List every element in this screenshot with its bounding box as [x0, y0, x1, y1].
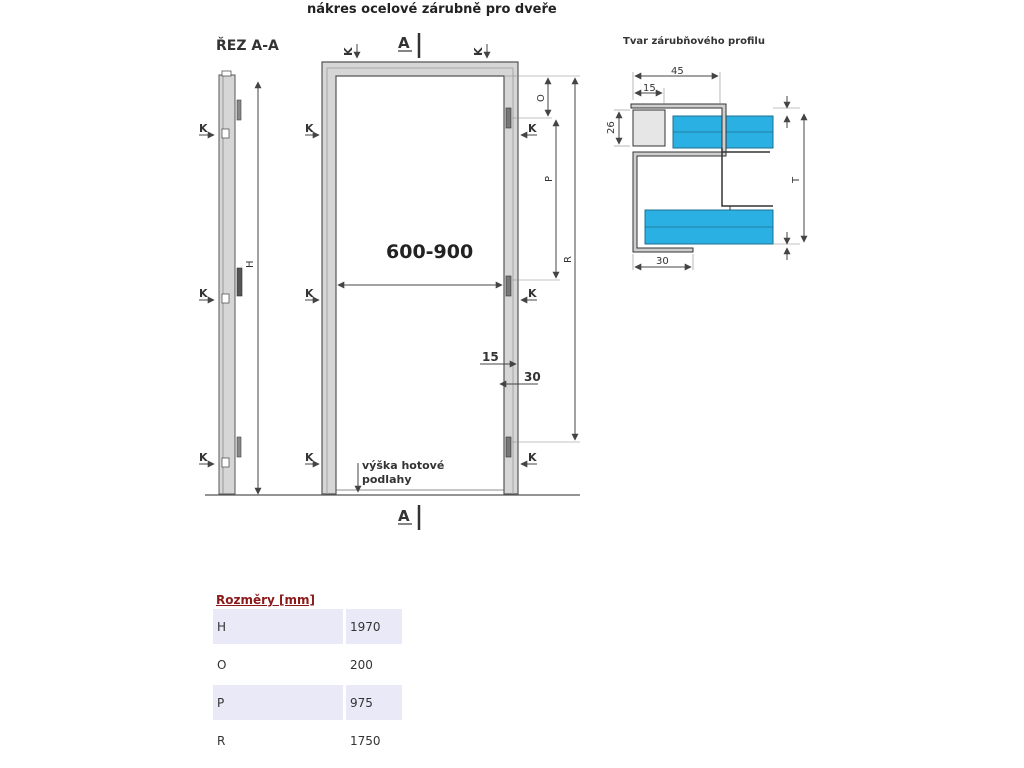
- anchor-label: K: [305, 122, 314, 135]
- jamb-dimensions: 15 30: [480, 350, 541, 388]
- table-row: R 1750: [213, 723, 402, 758]
- cut-marker-label: A: [398, 34, 410, 52]
- table-row: O 200: [213, 647, 402, 682]
- dim-p-label: P: [544, 176, 555, 182]
- right-anchors: K K K: [520, 122, 537, 468]
- anchor-label: K: [199, 451, 208, 464]
- profile-dim-30-label: 30: [656, 256, 669, 267]
- section-profile: [218, 70, 243, 495]
- dimension-value: 1750: [350, 733, 381, 748]
- dimensions-table: H 1970 O 200 P 975 R 1750: [210, 606, 405, 761]
- profile-dim-t-label: T: [791, 176, 802, 184]
- dimension-value: 975: [346, 685, 402, 720]
- floor-note-line1: výška hotové: [362, 459, 444, 472]
- dimension-key: R: [217, 733, 226, 748]
- anchor-label: K: [528, 122, 537, 135]
- dimension-key: H: [213, 609, 343, 644]
- floor-note-line2: podlahy: [362, 473, 412, 486]
- dim-r-label: R: [563, 256, 574, 263]
- profile-dim-45-label: 45: [671, 66, 684, 77]
- cut-marker-bottom: A: [398, 505, 421, 530]
- drawing-title: nákres ocelové zárubně pro dveře: [307, 2, 557, 17]
- dim-o-label: O: [536, 94, 547, 102]
- anchor-label: K: [472, 47, 485, 56]
- anchor-label: K: [199, 287, 208, 300]
- dimensions-table-title: Rozměry [mm]: [216, 593, 316, 607]
- profile-dim-15-label: 15: [643, 83, 656, 94]
- profile-title: Tvar zárubňového profilu: [623, 35, 765, 47]
- cut-marker-label: A: [398, 507, 410, 525]
- anchor-label: K: [342, 47, 355, 56]
- dimension-key: O: [217, 657, 227, 672]
- top-anchors: K K: [342, 44, 491, 59]
- width-range-label: 600-900: [386, 241, 473, 263]
- anchor-label: K: [528, 451, 537, 464]
- left-anchors: K K K: [305, 122, 320, 468]
- section-anchors: K K K: [199, 122, 215, 468]
- dim-15-label: 15: [482, 350, 499, 364]
- table-row: H 1970: [213, 609, 402, 644]
- dimension-value: 1970: [346, 609, 402, 644]
- section-label: ŘEZ A-A: [216, 37, 279, 54]
- door-frame: [321, 61, 519, 495]
- profile-dimensions: 45 15 26 30 T: [606, 66, 808, 271]
- dimension-key: P: [213, 685, 343, 720]
- dim-30-label: 30: [524, 370, 541, 384]
- cut-marker-top: A: [398, 33, 421, 58]
- profile-drawing: [630, 103, 800, 253]
- dim-h-label: H: [245, 260, 256, 268]
- anchor-label: K: [305, 287, 314, 300]
- profile-dim-26-label: 26: [606, 121, 617, 134]
- anchor-label: K: [528, 287, 537, 300]
- table-row: P 975: [213, 685, 402, 720]
- anchor-label: K: [305, 451, 314, 464]
- anchor-label: K: [199, 122, 208, 135]
- vertical-dimensions: O P R: [504, 75, 580, 443]
- dimension-value: 200: [350, 657, 373, 672]
